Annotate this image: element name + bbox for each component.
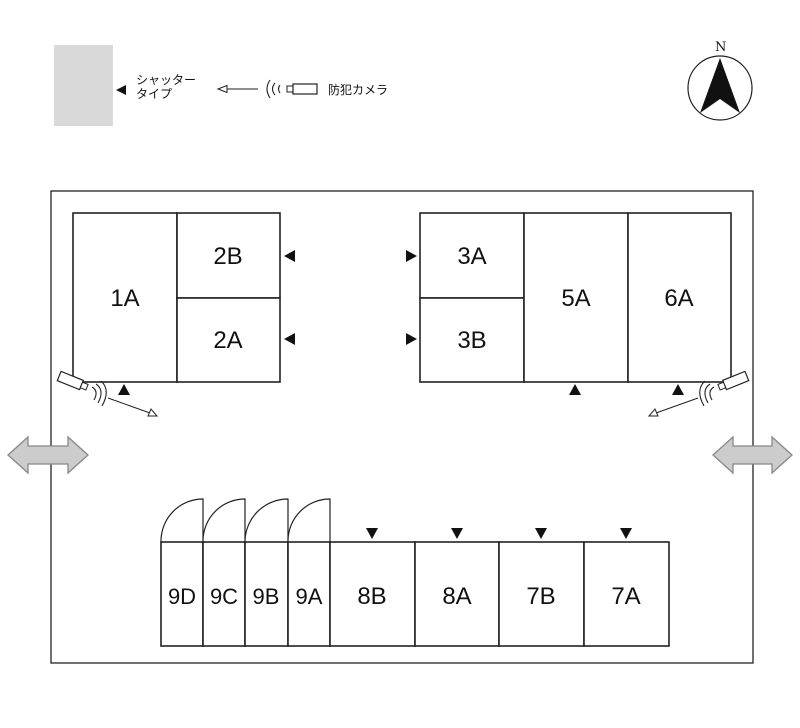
- unit-9B[interactable]: [244, 541, 289, 647]
- security-camera-right-icon: [647, 370, 750, 417]
- unit-2B-label: 2B: [213, 243, 242, 270]
- unit-7B-label: 7B: [526, 583, 555, 610]
- north-compass-icon: N: [687, 40, 753, 121]
- shutter-marker-8A-icon: [451, 528, 463, 539]
- unit-8B-label: 8B: [357, 583, 386, 610]
- shutter-legend-line2: タイプ: [136, 87, 172, 101]
- unit-9D[interactable]: [160, 541, 204, 647]
- shutter-marker-3A-icon: [406, 250, 417, 262]
- door-swings: [160, 498, 331, 542]
- unit-9C[interactable]: [202, 541, 246, 647]
- security-camera-icon: [286, 83, 318, 95]
- unit-8A-label: 8A: [442, 583, 471, 610]
- unit-9D-label: 9D: [168, 584, 196, 609]
- unit-8A[interactable]: [414, 541, 500, 647]
- camera-view-arrow-icon: [216, 84, 258, 94]
- signal-waves-icon: [266, 79, 281, 99]
- unit-6A-label: 6A: [664, 285, 693, 312]
- north-label: N: [715, 40, 726, 55]
- shutter-marker-7A-icon: [620, 528, 632, 539]
- entrance-left-double-arrow-icon: [7, 435, 89, 475]
- shutter-marker-5A-icon: [569, 384, 581, 395]
- shutter-marker-2A-icon: [284, 333, 295, 345]
- unit-7A-label: 7A: [611, 583, 640, 610]
- unit-2A[interactable]: [176, 297, 281, 383]
- shutter-swatch: [54, 45, 113, 126]
- shutter-marker-2B-icon: [284, 250, 295, 262]
- shutter-legend-line1: シャッター: [136, 73, 196, 87]
- unit-1A-label: 1A: [110, 285, 139, 312]
- unit-9A-label: 9A: [296, 584, 323, 609]
- legend: シャッター タイプ 防犯カメラ: [54, 45, 388, 126]
- unit-6A[interactable]: [627, 212, 732, 383]
- site-boundary: [50, 190, 754, 664]
- unit-3A-label: 3A: [457, 243, 486, 270]
- unit-3B-label: 3B: [457, 327, 486, 354]
- unit-9B-label: 9B: [253, 584, 280, 609]
- shutter-marker-8B-icon: [366, 528, 378, 539]
- shutter-marker-1A-icon: [118, 384, 130, 395]
- unit-9C-label: 9C: [210, 584, 238, 609]
- shutter-marker-triangle-icon: [116, 85, 126, 95]
- unit-7B[interactable]: [498, 541, 585, 647]
- shutter-marker-7B-icon: [535, 528, 547, 539]
- security-camera-left-icon: [56, 370, 159, 417]
- camera-legend-label: 防犯カメラ: [328, 82, 388, 97]
- unit-5A-label: 5A: [561, 285, 590, 312]
- unit-3B[interactable]: [419, 297, 525, 383]
- unit-2A-label: 2A: [213, 327, 242, 354]
- entrance-right-double-arrow-icon: [712, 435, 793, 475]
- shutter-marker-3B-icon: [406, 333, 417, 345]
- shutter-marker-6A-icon: [672, 384, 684, 395]
- unit-7A[interactable]: [583, 541, 670, 647]
